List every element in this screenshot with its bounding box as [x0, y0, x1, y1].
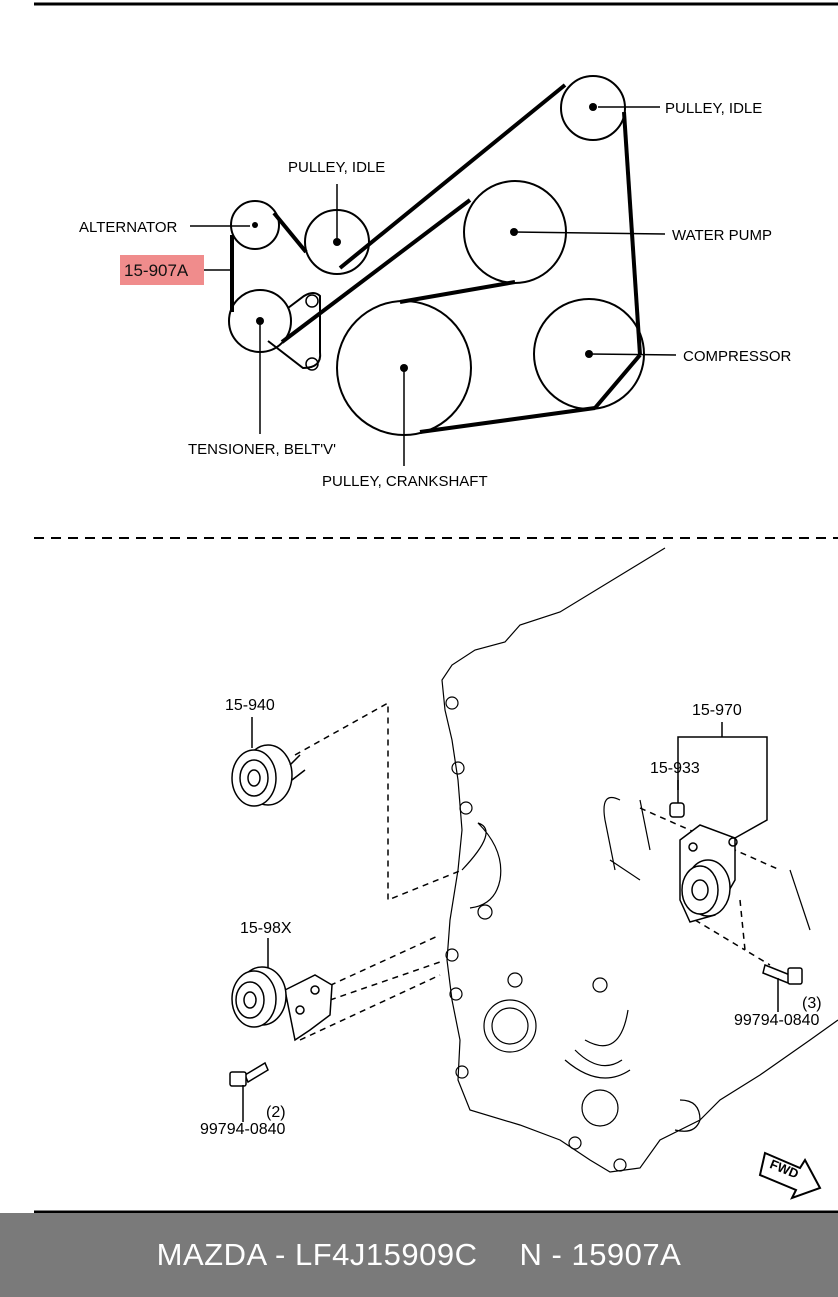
- part-number-bolt-right[interactable]: 99794-0840: [734, 1012, 820, 1029]
- bolt-qty-left: (2): [266, 1104, 286, 1121]
- alternator-pulley: [230, 200, 280, 250]
- footer-bar: MAZDA - LF4J15909C N - 15907A: [0, 1213, 838, 1297]
- label-water-pump: WATER PUMP: [672, 227, 772, 244]
- bushing-part[interactable]: [669, 802, 685, 818]
- label-tensioner: TENSIONER, BELT'V': [188, 441, 336, 458]
- tensioner-assembly-part[interactable]: [679, 824, 738, 923]
- bolt-left[interactable]: [229, 1061, 269, 1087]
- bolt-qty-right: (3): [802, 995, 822, 1012]
- label-pulley-idle-upper: PULLEY, IDLE: [665, 100, 762, 117]
- footer-ref-part: N - 15907A: [519, 1237, 682, 1272]
- footer-brand-part: MAZDA - LF4J15909C: [156, 1237, 478, 1272]
- pulley-assembly-part[interactable]: [231, 966, 333, 1042]
- part-number-15-940[interactable]: 15-940: [225, 697, 275, 714]
- highlighted-part-number[interactable]: 15-907A: [124, 261, 189, 280]
- belt-routing-diagram: [190, 75, 677, 466]
- label-pulley-idle-lower: PULLEY, IDLE: [288, 159, 385, 176]
- part-number-15-970[interactable]: 15-970: [692, 702, 742, 719]
- assembly-guide-lines: [294, 701, 781, 1041]
- part-number-15-98x[interactable]: 15-98X: [240, 920, 292, 937]
- label-compressor: COMPRESSOR: [683, 348, 792, 365]
- part-number-15-933[interactable]: 15-933: [650, 760, 700, 777]
- engine-front-cover: [441, 547, 838, 1173]
- pulley-idle-upper: [560, 75, 626, 141]
- bolt-right[interactable]: [762, 963, 803, 985]
- idler-pulley-part[interactable]: [231, 744, 306, 807]
- label-crankshaft: PULLEY, CRANKSHAFT: [322, 473, 488, 490]
- engine-belt-diagram: PULLEY, IDLE PULLEY, IDLE ALTERNATOR WAT…: [34, 2, 838, 1213]
- tensioner-arm: [267, 292, 322, 370]
- highlight-box: [120, 255, 204, 285]
- label-alternator: ALTERNATOR: [79, 219, 178, 236]
- fwd-arrow-icon: FWD: [758, 1151, 822, 1200]
- part-number-bolt-left[interactable]: 99794-0840: [200, 1121, 286, 1138]
